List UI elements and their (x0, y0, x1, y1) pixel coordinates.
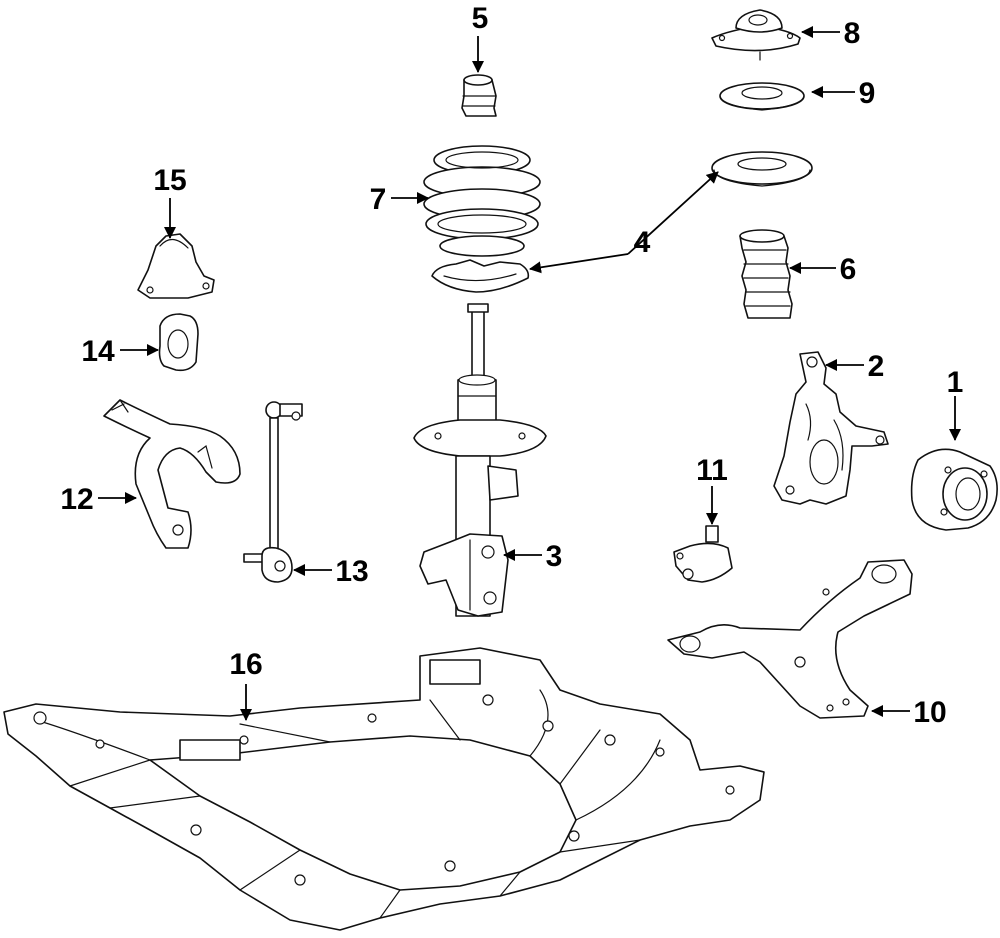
svg-text:9: 9 (859, 77, 876, 110)
svg-text:10: 10 (913, 696, 946, 729)
lower-control-arm (667, 559, 913, 719)
ball-joint (673, 525, 733, 583)
steering-knuckle (773, 351, 889, 505)
svg-text:12: 12 (60, 483, 93, 516)
strut-bearing (719, 82, 805, 111)
callout-9: 9 (811, 77, 876, 110)
bump-stop (461, 74, 497, 117)
dust-boot (739, 229, 793, 319)
svg-text:13: 13 (335, 555, 368, 588)
svg-text:8: 8 (844, 17, 861, 50)
callout-13: 13 (293, 555, 369, 588)
coil-spring (423, 145, 541, 257)
lower-spring-seat (431, 259, 530, 293)
front-crossmember (3, 647, 765, 931)
svg-text:5: 5 (472, 2, 489, 35)
callout-3: 3 (503, 540, 563, 573)
callout-7: 7 (370, 183, 429, 216)
svg-text:4: 4 (634, 226, 651, 259)
stabilizer-link (243, 401, 303, 583)
svg-text:3: 3 (546, 540, 563, 573)
wheel-hub (910, 448, 998, 531)
strut-assembly (413, 303, 547, 617)
svg-text:14: 14 (81, 335, 115, 368)
callout-15: 15 (153, 164, 187, 239)
callout-6: 6 (789, 253, 857, 286)
callout-16: 16 (229, 648, 263, 721)
svg-text:2: 2 (868, 350, 885, 383)
upper-strut-mount (711, 9, 801, 61)
svg-text:6: 6 (840, 253, 857, 286)
stabilizer-bar (103, 399, 241, 549)
upper-spring-seat (711, 151, 813, 187)
callout-11: 11 (696, 454, 728, 525)
callout-2: 2 (825, 350, 885, 383)
callout-10: 10 (871, 696, 947, 729)
stabilizer-bracket (137, 233, 215, 299)
svg-text:7: 7 (370, 183, 387, 216)
callout-5: 5 (472, 2, 489, 73)
callout-8: 8 (801, 17, 861, 50)
svg-text:15: 15 (153, 164, 186, 197)
svg-text:11: 11 (696, 454, 728, 487)
callout-14: 14 (81, 335, 159, 368)
svg-text:1: 1 (947, 366, 964, 399)
callout-12: 12 (60, 483, 137, 516)
callout-1: 1 (947, 366, 964, 441)
callout-4: 4 (529, 171, 719, 274)
stabilizer-bushing (158, 313, 199, 372)
svg-text:16: 16 (229, 648, 262, 681)
